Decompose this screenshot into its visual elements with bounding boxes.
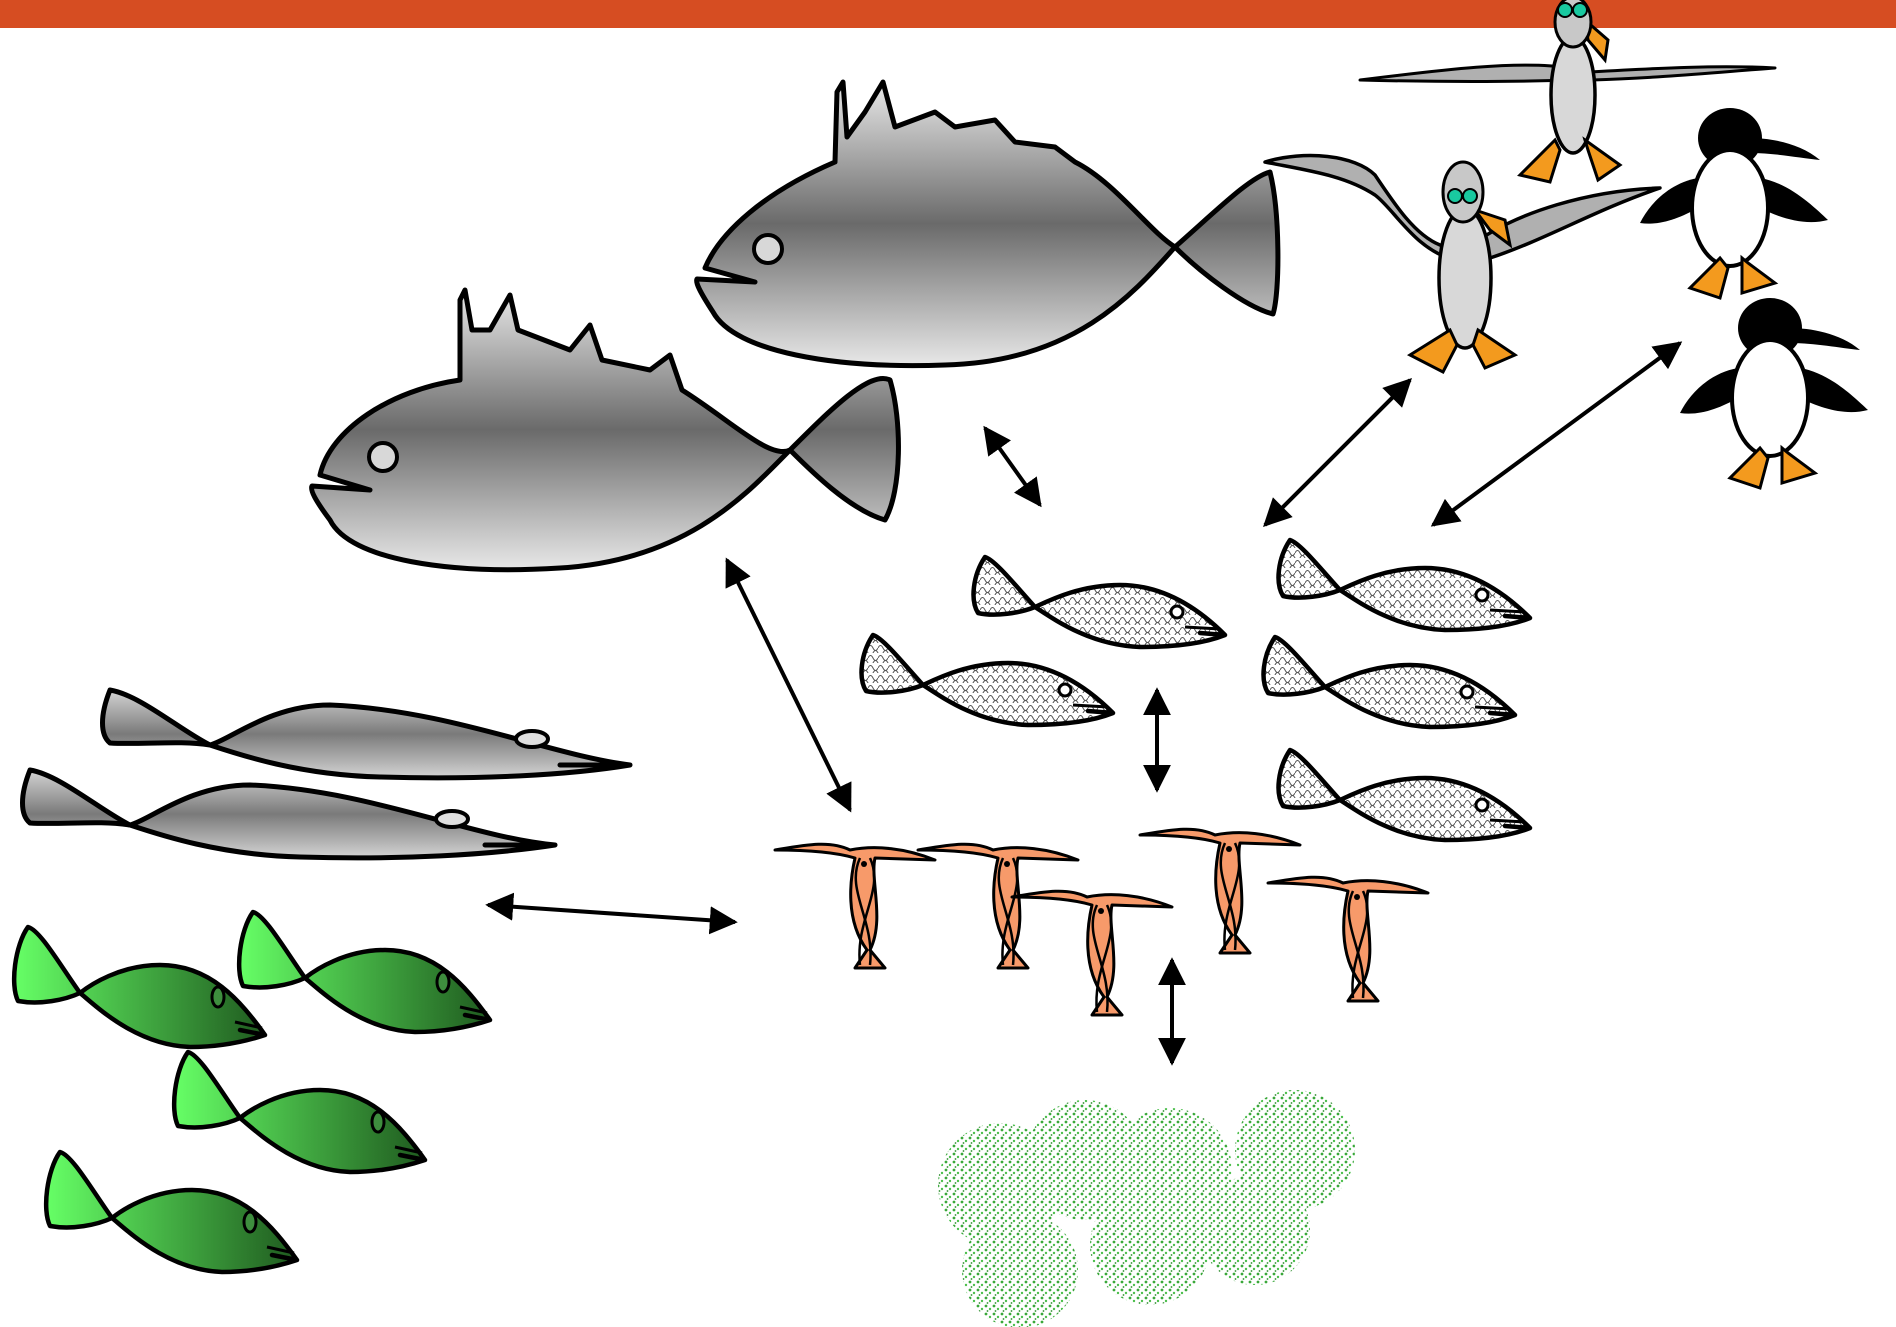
green-fish-3 bbox=[174, 1052, 425, 1172]
penguin-1 bbox=[1640, 108, 1828, 298]
krill-3 bbox=[1012, 891, 1172, 1015]
green-fish-2 bbox=[239, 912, 490, 1032]
forage-fish-3 bbox=[1279, 540, 1530, 630]
forage-fish-5 bbox=[1279, 750, 1530, 840]
slender-fish-2 bbox=[23, 770, 556, 858]
forage-fish-1 bbox=[974, 557, 1225, 647]
link-predator1-krill bbox=[727, 560, 850, 810]
penguin-2 bbox=[1680, 298, 1868, 488]
eye-icon bbox=[369, 443, 397, 471]
forage-fish-4 bbox=[1264, 637, 1515, 727]
phytoplankton-cluster bbox=[938, 1090, 1355, 1327]
header-bar bbox=[0, 0, 1896, 28]
krill-1 bbox=[775, 844, 935, 968]
krill-5 bbox=[1268, 877, 1428, 1001]
predator-fish-2 bbox=[697, 82, 1278, 366]
eye-icon bbox=[754, 235, 782, 263]
green-fish-1 bbox=[14, 927, 265, 1047]
link-predator2-forage bbox=[985, 428, 1040, 505]
forage-fish-2 bbox=[862, 635, 1113, 725]
slender-fish-1 bbox=[103, 690, 631, 778]
krill-4 bbox=[1140, 829, 1300, 953]
green-fish-4 bbox=[46, 1152, 297, 1272]
link-seabird-forage bbox=[1265, 380, 1410, 525]
link-eel-krill bbox=[488, 905, 735, 922]
seabird-2 bbox=[1265, 156, 1660, 372]
link-penguin-forage bbox=[1433, 343, 1680, 525]
krill-2 bbox=[918, 844, 1078, 968]
